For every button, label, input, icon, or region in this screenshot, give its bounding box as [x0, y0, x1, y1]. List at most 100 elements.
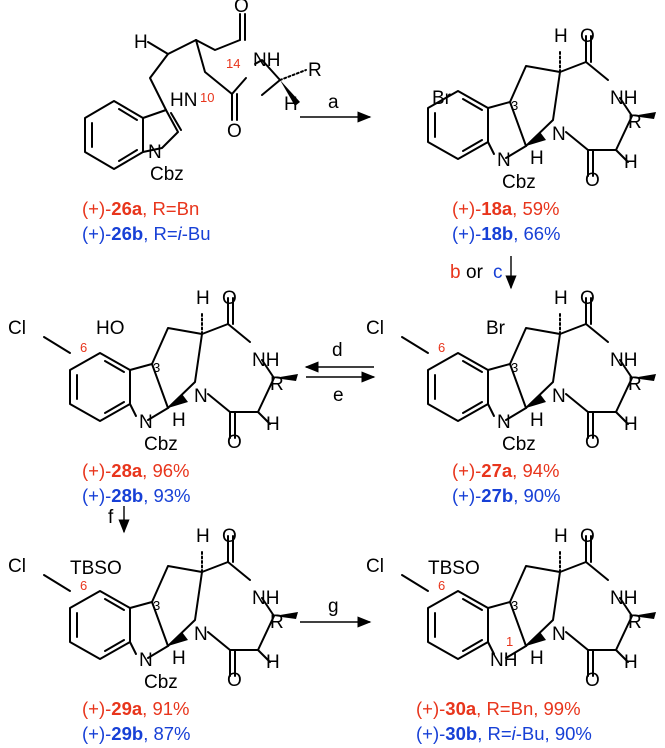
atom-h: H [624, 414, 638, 435]
atom-nh: NH [253, 50, 280, 71]
atom-nh: NH [252, 588, 279, 609]
atom-nh: NH [610, 350, 637, 371]
atom-br: Br [432, 88, 452, 109]
atom-nh: NH [252, 350, 279, 371]
atom-n: N [497, 412, 511, 433]
reagent-d: d [332, 340, 343, 361]
atom-h: H [530, 410, 544, 431]
atom-n: N [497, 150, 511, 171]
atom-n: N [552, 386, 566, 407]
atom-cbz: Cbz [150, 164, 184, 185]
position-6-label: 6 [438, 340, 445, 355]
caption-30a: (+)-30a, R=Bn, 99% [416, 698, 581, 719]
position-3-label: 3 [153, 360, 160, 375]
atom-h: H [196, 288, 210, 309]
caption-29b: (+)-29b, 87% [82, 723, 191, 744]
atom-o: O [234, 0, 249, 17]
atom-o: O [222, 288, 237, 309]
reagent-e: e [333, 385, 344, 406]
caption-18b: (+)-18b, 66% [452, 223, 561, 244]
atom-n: N [139, 650, 153, 671]
atom-n: N [148, 142, 162, 163]
atom-h: H [196, 526, 210, 547]
caption-28a: (+)-28a, 96% [82, 460, 189, 481]
caption-27a: (+)-27a, 94% [452, 460, 559, 481]
atom-h: H [530, 648, 544, 669]
atom-o: O [585, 432, 600, 453]
chloro-bond [43, 574, 71, 592]
atom-h: H [266, 652, 280, 673]
atom-r: R [308, 60, 322, 81]
reagent-f: f [108, 507, 114, 528]
atom-o: O [585, 170, 600, 191]
atom-o: O [222, 526, 237, 547]
caption-18a: (+)-18a, 59% [452, 198, 559, 219]
atom-ho: HO [96, 318, 125, 339]
atom-o: O [227, 121, 242, 142]
atom-hn: HN [170, 90, 197, 111]
atom-tbso: TBSO [428, 558, 480, 579]
atom-n: N [139, 412, 153, 433]
atom-h: H [266, 414, 280, 435]
atom-r: R [628, 112, 642, 133]
atom-cl: Cl [8, 318, 26, 339]
atom-nh: NH [610, 588, 637, 609]
atom-h: H [172, 648, 186, 669]
atom-cbz: Cbz [502, 172, 536, 193]
atom-br: Br [486, 318, 506, 339]
position-3-label: 3 [511, 360, 518, 375]
atom-r: R [628, 612, 642, 633]
atom-h: H [624, 152, 638, 173]
atom-o: O [580, 526, 595, 547]
reagent-or: or [466, 262, 484, 283]
atom-cl: Cl [8, 556, 26, 577]
atom-n: N [552, 624, 566, 645]
atom-cbz: Cbz [144, 672, 178, 693]
position-14-label: 14 [226, 56, 240, 71]
position-3-label: 3 [153, 598, 160, 613]
reagent-g: g [328, 596, 339, 617]
atom-r: R [628, 374, 642, 395]
atom-cl: Cl [366, 556, 384, 577]
atom-h: H [284, 94, 298, 115]
position-3-label: 3 [511, 598, 518, 613]
atom-h: H [554, 26, 568, 47]
position-3-label: 3 [511, 98, 518, 113]
atom-nh: NH [490, 650, 517, 671]
atom-cbz: Cbz [144, 434, 178, 455]
compound-26-structure [84, 13, 307, 170]
caption-26a: (+)-26a, R=Bn [82, 198, 199, 219]
atom-h: H [134, 32, 148, 53]
atom-r: R [270, 374, 284, 395]
reagent-b: b [450, 262, 461, 283]
caption-28b: (+)-28b, 93% [82, 485, 191, 506]
chloro-bond [401, 574, 429, 592]
atom-n: N [194, 624, 208, 645]
caption-26b: (+)-26b, R=i-Bu [82, 223, 211, 244]
position-1-label: 1 [506, 634, 513, 649]
atom-h: H [554, 288, 568, 309]
reagent-c: c [493, 262, 503, 283]
atom-cbz: Cbz [502, 434, 536, 455]
atom-h: H [530, 148, 544, 169]
position-6-label: 6 [80, 578, 87, 593]
atom-o: O [585, 670, 600, 691]
reagent-a: a [328, 92, 339, 113]
position-6-label: 6 [438, 578, 445, 593]
atom-cl: Cl [366, 318, 384, 339]
atom-tbso: TBSO [70, 558, 122, 579]
chloro-bond [401, 336, 429, 354]
atom-o: O [227, 670, 242, 691]
atom-h: H [554, 526, 568, 547]
atom-o: O [227, 432, 242, 453]
caption-27b: (+)-27b, 90% [452, 485, 561, 506]
caption-30b: (+)-30b, R=i-Bu, 90% [416, 723, 592, 744]
atom-n: N [552, 124, 566, 145]
atom-n: N [194, 386, 208, 407]
position-10-label: 10 [200, 90, 214, 105]
position-6-label: 6 [80, 340, 87, 355]
atom-o: O [580, 288, 595, 309]
atom-nh: NH [610, 88, 637, 109]
caption-29a: (+)-29a, 91% [82, 698, 189, 719]
chloro-bond [43, 336, 71, 354]
